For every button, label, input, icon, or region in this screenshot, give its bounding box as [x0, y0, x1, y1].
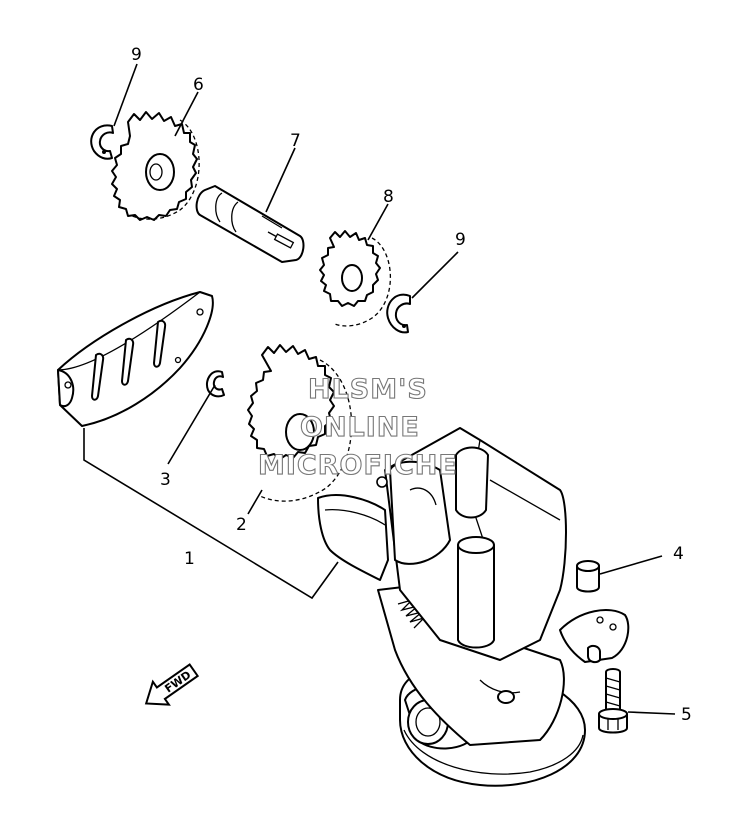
leader-lines: [83, 63, 676, 715]
watermark-line-3: MICROFICHE: [258, 450, 458, 481]
circlip-part-3: [206, 370, 225, 398]
shaft-part-7: [195, 185, 305, 263]
watermark-line-2: ONLINE: [300, 412, 420, 443]
callout-2: 2: [236, 515, 247, 535]
gear-part-2: [247, 344, 353, 502]
callout-9-top: 9: [131, 45, 142, 65]
bolt-part-5: [598, 668, 628, 734]
callout-7: 7: [290, 131, 301, 151]
circlip-part-9-top: [90, 124, 114, 160]
watermark-line-1: HLSM'S: [308, 374, 428, 405]
gear-part-6: [111, 111, 200, 221]
callout-1: 1: [184, 549, 195, 569]
callout-6: 6: [193, 75, 204, 95]
fwd-arrow-icon: FWD: [144, 663, 200, 706]
callout-8: 8: [383, 187, 394, 207]
callout-9-right: 9: [455, 230, 466, 250]
callout-5: 5: [681, 705, 692, 725]
dowel-pin-part-4: [576, 560, 600, 593]
callout-labels: 9 6 7 8 9 3 2 1 4 5: [131, 45, 692, 725]
circlip-part-9-right: [386, 293, 411, 334]
gear-part-8: [319, 230, 391, 327]
watermark: HLSM'S ONLINE MICROFICHE: [257, 373, 458, 481]
oil-pump-body: [317, 427, 630, 787]
cover-plate-part-1: [57, 291, 214, 427]
callout-3: 3: [160, 470, 171, 490]
spring: [397, 598, 427, 629]
callout-4: 4: [673, 544, 684, 564]
